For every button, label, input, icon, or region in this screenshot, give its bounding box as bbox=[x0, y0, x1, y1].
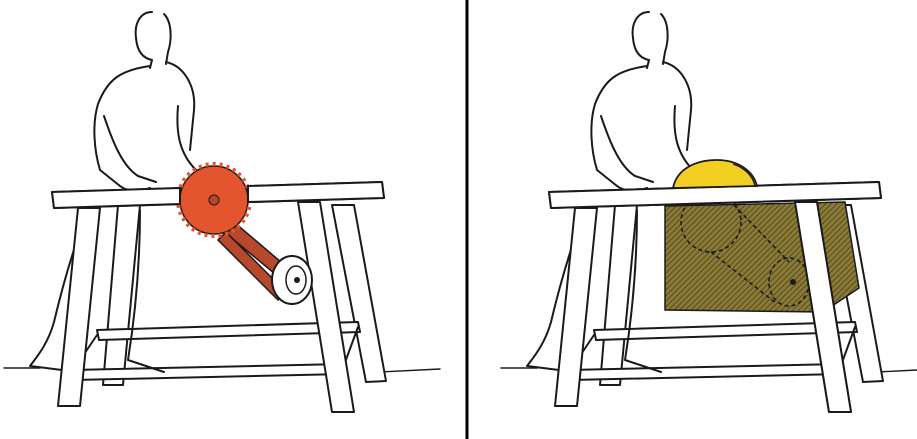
blade-top-guard bbox=[673, 160, 757, 188]
panel-guarded bbox=[501, 12, 917, 412]
motor-pulley bbox=[272, 256, 312, 304]
panel-unguarded bbox=[4, 12, 440, 412]
exposed-saw-blade bbox=[178, 164, 250, 236]
